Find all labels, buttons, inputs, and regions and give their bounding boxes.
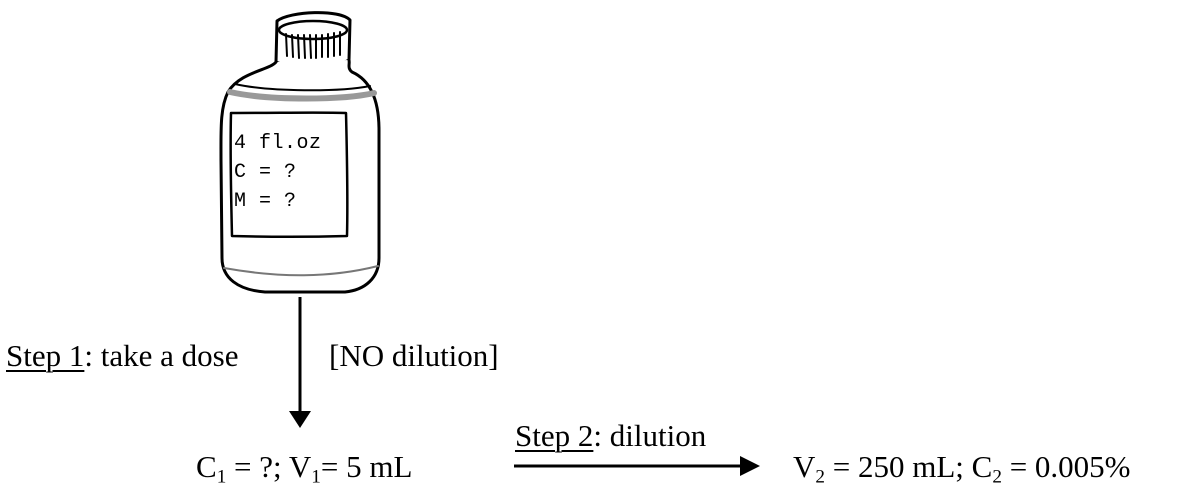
step2-title: Step 2: [515, 418, 594, 453]
v2-symbol: V: [793, 449, 816, 484]
step2-label: Step 2: dilution: [515, 420, 706, 451]
c1-symbol: C: [196, 449, 217, 484]
c1-subscript: 1: [216, 466, 227, 488]
c2-value: = 0.005%: [1001, 449, 1131, 484]
v2-subscript: 2: [815, 466, 825, 488]
step2-description: : dilution: [593, 418, 707, 453]
step1-note: [NO dilution]: [329, 338, 499, 373]
bottle-label-molarity: M = ?: [234, 190, 297, 213]
bottle-icon: [219, 11, 381, 294]
final-values: V2 = 250 mL; C2 = 0.005%: [793, 449, 1131, 486]
right-arrow-icon: [514, 456, 760, 476]
step1-label: Step 1: take a dose: [6, 340, 238, 371]
v1-subscript: 1: [311, 466, 321, 488]
v1-symbol: V: [288, 449, 312, 484]
c1-value: = ?;: [226, 449, 289, 484]
initial-values: C1 = ?; V1= 5 mL: [196, 449, 413, 486]
v1-value: = 5 mL: [320, 449, 413, 484]
bottle-label-concentration: C = ?: [234, 161, 297, 184]
bottle-label-volume: 4 fl.oz: [234, 132, 322, 155]
down-arrow-icon: [289, 297, 311, 428]
v2-value: = 250 mL;: [825, 449, 972, 484]
c2-subscript: 2: [992, 466, 1002, 488]
step1-description: : take a dose: [84, 338, 239, 373]
c2-symbol: C: [971, 449, 993, 484]
step1-title: Step 1: [6, 338, 85, 373]
